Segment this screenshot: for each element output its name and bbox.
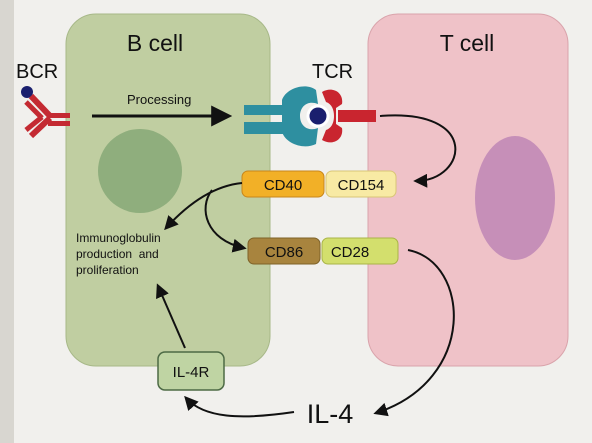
cd86-box — [247, 237, 321, 265]
il4r-to-immunoglobulin-arrow — [156, 283, 186, 349]
cd154-label: CD154 — [338, 177, 385, 194]
il4-to-il4r-arrow — [184, 395, 295, 418]
tcr-signal-arrow — [379, 114, 457, 188]
bcr-label: BCR — [16, 61, 58, 83]
il4r-box — [157, 351, 225, 391]
antigen-icon — [306, 104, 330, 128]
cd28-to-il4-arrow — [373, 249, 455, 417]
b-cell-title: B cell — [127, 30, 183, 56]
il4r-label: IL-4R — [173, 364, 210, 381]
immunoglobulin-line-3: proliferation — [76, 263, 139, 277]
t-cell-title: T cell — [440, 30, 495, 56]
immunoglobulin-line-2: production and — [76, 247, 159, 261]
cd28-box — [321, 237, 399, 265]
b-cell-nucleus — [98, 129, 182, 213]
t-cell-nucleus — [475, 136, 555, 260]
left-shadow-strip — [0, 0, 14, 443]
immunoglobulin-line-1: Immunoglobulin — [76, 231, 161, 245]
cd154-box — [325, 170, 397, 198]
cd40-label: CD40 — [264, 177, 302, 194]
tcr-label: TCR — [312, 61, 353, 83]
processing-label: Processing — [127, 92, 191, 107]
bcr-receptor-icon — [21, 86, 70, 139]
cd86-label: CD86 — [265, 244, 303, 261]
tcr-receptor-icon — [322, 89, 376, 143]
cd28-label: CD28 — [331, 244, 369, 261]
cd40-to-cd86-arrow — [204, 189, 247, 253]
mhc-molecule-icon — [244, 86, 318, 147]
cd40-to-immunoglobulin-arrow — [164, 182, 243, 231]
il4-label: IL-4 — [307, 399, 354, 429]
